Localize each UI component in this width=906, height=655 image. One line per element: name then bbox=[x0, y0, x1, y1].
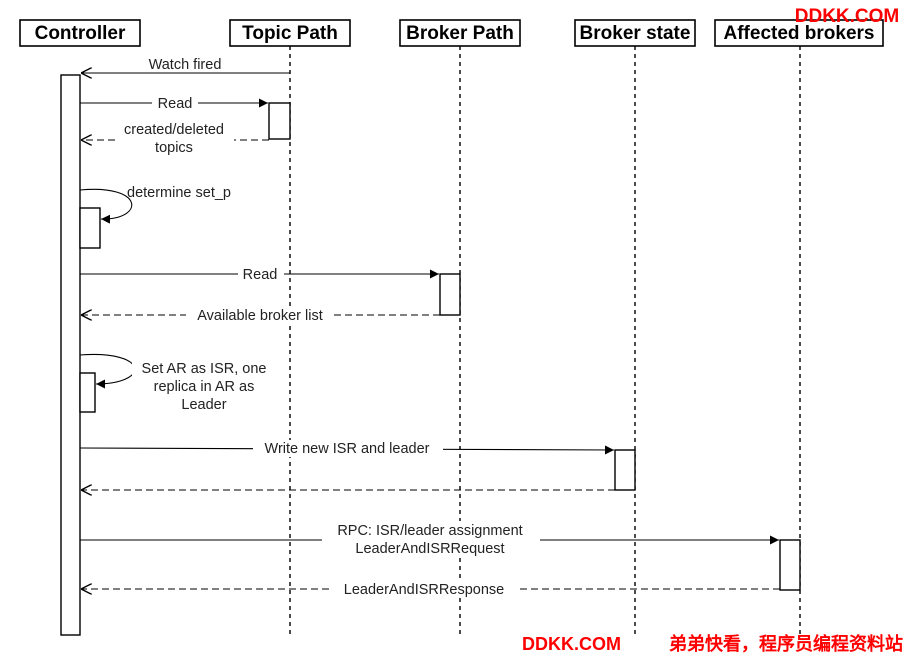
activation-broker-state bbox=[614, 449, 636, 491]
activation-controller-set-ar bbox=[79, 372, 96, 413]
watermark-bottom-brand: DDKK.COM bbox=[522, 634, 621, 654]
activation-controller bbox=[60, 74, 81, 636]
message-label-set-ar-line3: Leader bbox=[181, 397, 226, 413]
participant-topic-path bbox=[229, 19, 351, 47]
participant-label-topic-path: Topic Path bbox=[242, 23, 338, 44]
participant-controller bbox=[19, 19, 141, 47]
message-label-determine-set-p: determine set_p bbox=[127, 185, 231, 201]
message-label-set-ar-line1: Set AR as ISR, one bbox=[142, 361, 267, 377]
message-label-read-topics: Read bbox=[158, 96, 193, 112]
participant-label-affected-brokers: Affected brokers bbox=[724, 23, 875, 44]
watermark-bottom-text: 弟弟快看，程序员编程资料站 bbox=[669, 633, 903, 654]
message-label-watch-fired: Watch fired bbox=[149, 57, 222, 73]
message-label-available-broker-list: Available broker list bbox=[197, 308, 322, 324]
message-label-read-brokers: Read bbox=[243, 267, 278, 283]
activation-broker-path bbox=[439, 273, 461, 316]
message-label-set-ar-line2: replica in AR as bbox=[154, 379, 255, 395]
participant-broker-state bbox=[574, 19, 696, 47]
message-label-rpc-line2: LeaderAndISRRequest bbox=[355, 541, 504, 557]
participant-broker-path bbox=[399, 19, 521, 47]
message-label-leader-isr-response: LeaderAndISRResponse bbox=[344, 582, 504, 598]
message-label-rpc-line1: RPC: ISR/leader assignment bbox=[337, 523, 522, 539]
message-label-topics: topics bbox=[155, 140, 193, 156]
activation-topic-path bbox=[268, 102, 291, 140]
message-arrow-determine-set-p bbox=[79, 188, 133, 224]
participant-affected-brokers bbox=[714, 19, 884, 47]
message-label-created-deleted: created/deleted bbox=[124, 122, 224, 138]
message-label-write-isr-leader: Write new ISR and leader bbox=[265, 441, 430, 457]
participant-label-controller: Controller bbox=[35, 23, 126, 44]
activation-controller-set-p bbox=[79, 207, 101, 249]
participant-label-broker-state: Broker state bbox=[580, 23, 691, 44]
participant-label-broker-path: Broker Path bbox=[406, 23, 514, 44]
activation-affected-brokers bbox=[779, 539, 801, 591]
watermark-top: DDKK.COM bbox=[795, 6, 900, 27]
